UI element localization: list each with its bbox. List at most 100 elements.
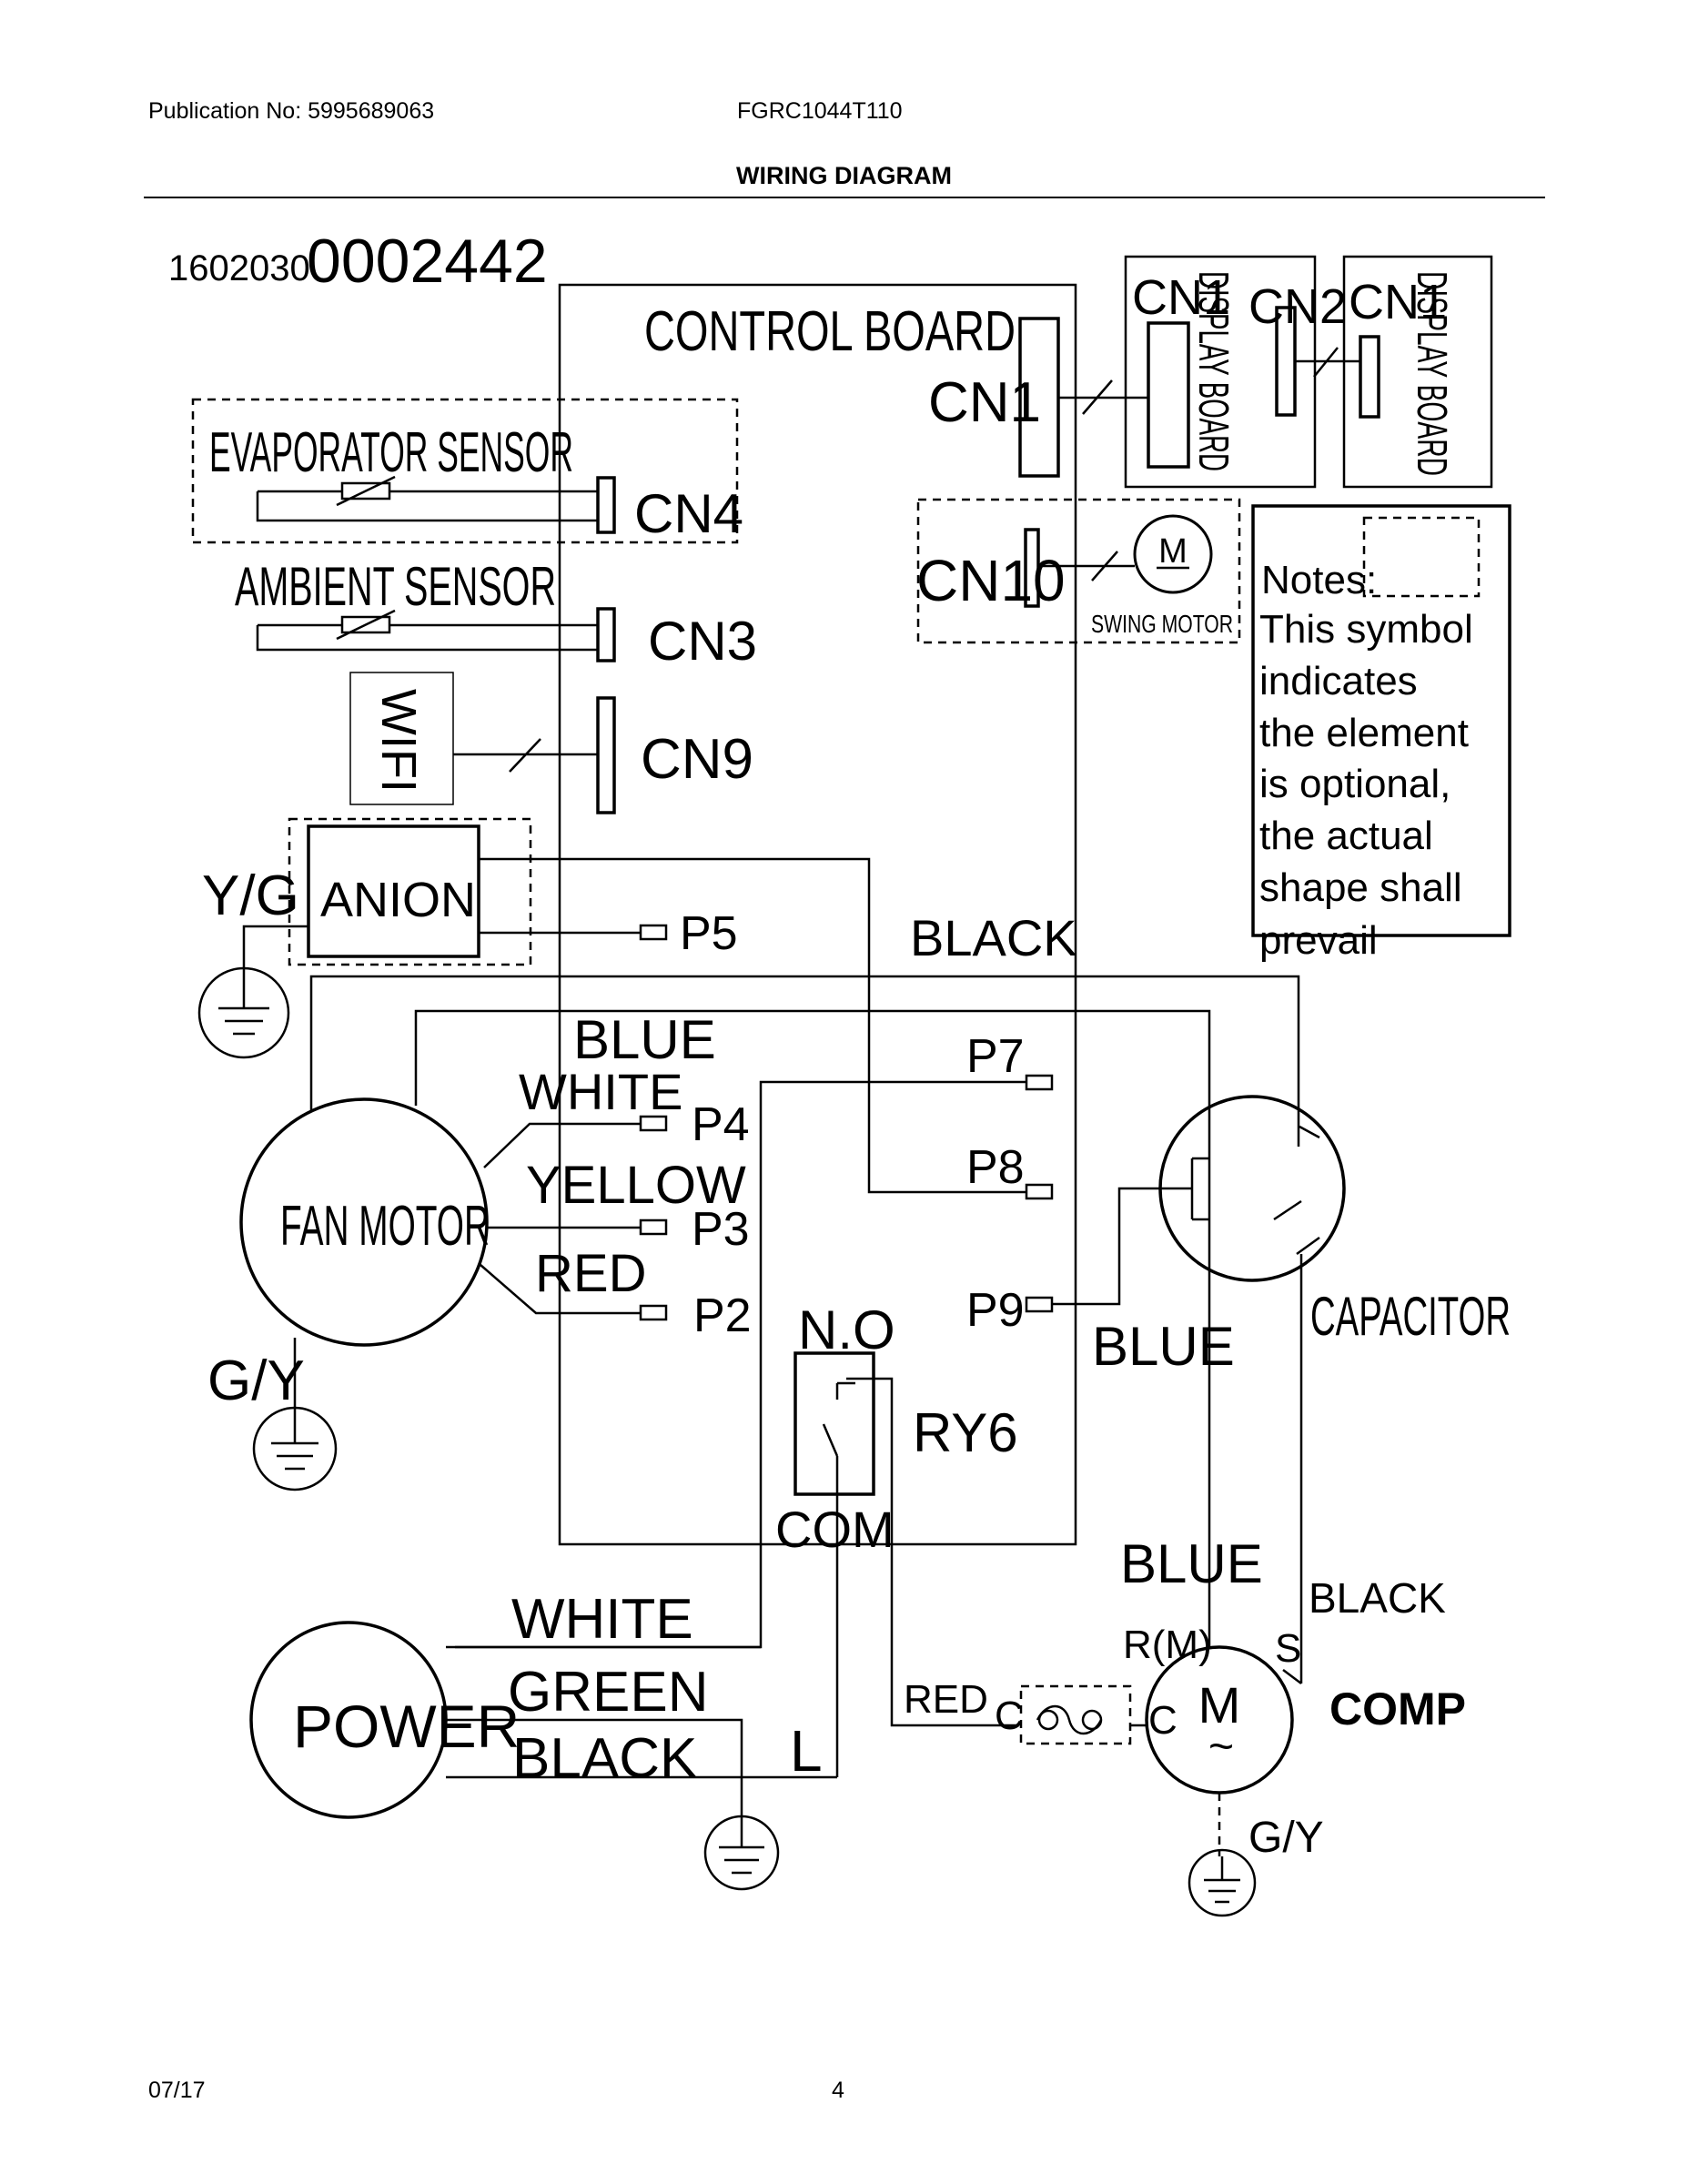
p8-terminal: [1025, 1183, 1054, 1200]
display-board-2-connector: [1359, 335, 1380, 419]
cn9-label: CN9: [641, 728, 753, 791]
compressor-ground-label: G/Y: [1248, 1814, 1324, 1862]
display-board-1-cn1: CN1: [1132, 270, 1230, 325]
display-board-2-box: [1342, 255, 1493, 489]
notes-line-0: Notes:: [1261, 558, 1377, 602]
ambient-sensor-label: AMBIENT SENSOR: [235, 556, 556, 617]
p4-label: P4: [692, 1098, 750, 1151]
compressor-rm: R(M): [1123, 1623, 1212, 1667]
wire-display-display: [1295, 347, 1360, 378]
swing-motor-m: M: [1158, 532, 1188, 571]
display-board-1-label: DISPLAY BOARD: [1190, 271, 1238, 471]
l-label: L: [790, 1718, 823, 1784]
black-label-comp: BLACK: [1309, 1574, 1446, 1622]
notes-line-4: is optional,: [1259, 762, 1450, 806]
blue-label-fan: BLUE: [573, 1009, 716, 1070]
anion-ground-symbol: [197, 966, 290, 1059]
notes-optional-symbol: [1362, 516, 1481, 598]
red-label-comp: RED: [904, 1677, 988, 1722]
swing-motor-icon: [1133, 514, 1213, 594]
anion-module: [307, 824, 480, 958]
black-label-power: BLACK: [512, 1727, 697, 1790]
anion-label: ANION: [320, 873, 476, 927]
p9-wire: [1052, 1187, 1159, 1306]
cn4-label: CN4: [634, 483, 743, 544]
ambient-sensor-wires: [256, 623, 598, 652]
anion-optional-box: [288, 817, 532, 966]
footer-date: 07/17: [148, 2078, 206, 2103]
ry6-switch: [822, 1377, 1019, 1727]
evaporator-sensor-optional-box: [191, 398, 739, 544]
anion-ground-label: Y/G: [202, 864, 299, 927]
notes-line-1: This symbol: [1259, 607, 1473, 652]
fan-red-wire: [480, 1264, 641, 1315]
comp-s-wire: [1282, 1669, 1302, 1684]
display-board-1-cn2: CN2: [1248, 279, 1347, 334]
compressor-m: M: [1198, 1676, 1241, 1734]
comp-label: COMP: [1329, 1684, 1466, 1734]
model-number: FGRC1044T110: [737, 98, 903, 124]
white-label: WHITE: [519, 1063, 682, 1120]
yellow-label: YELLOW: [526, 1156, 746, 1215]
p7-label: P7: [966, 1030, 1025, 1083]
cn9-connector: [596, 696, 616, 814]
notes-line-2: indicates: [1259, 659, 1418, 703]
cn4-connector: [596, 476, 616, 534]
evaporator-sensor-wires: [256, 490, 598, 522]
display-board-1-box: [1124, 255, 1317, 489]
p3-terminal: [639, 1218, 668, 1236]
black-label-anion: BLACK: [910, 909, 1077, 966]
green-label-power: GREEN: [508, 1661, 708, 1724]
display-board-1-connector: [1147, 321, 1190, 469]
no-label: N.O: [798, 1299, 895, 1360]
power-label: POWER: [293, 1693, 520, 1760]
page-title: WIRING DIAGRAM: [736, 162, 952, 189]
p8-label: P8: [966, 1141, 1025, 1194]
compressor-tilde: ~: [1208, 1723, 1234, 1771]
notes-line-7: prevail: [1259, 918, 1378, 963]
cn3-connector: [596, 607, 616, 662]
power-green-wire: [446, 1718, 743, 1817]
com-label: COM: [775, 1501, 895, 1558]
cn3-label: CN3: [648, 611, 757, 672]
wifi-wire: [453, 738, 598, 773]
overload-symbol: [1036, 1704, 1103, 1735]
control-board-cn1-label: CN1: [928, 371, 1041, 434]
notes-line-5: the actual: [1259, 814, 1433, 858]
fan-ground-symbol: [252, 1406, 338, 1491]
notes-line-3: the element: [1259, 711, 1469, 755]
overload-c-left: C: [995, 1694, 1024, 1738]
swing-motor-label: SWING MOTOR: [1091, 610, 1233, 638]
blue-label-comp: BLUE: [1120, 1533, 1263, 1594]
part-number-suffix: 0002442: [307, 227, 548, 296]
swing-motor-wire: [1038, 551, 1135, 581]
p2-label: P2: [693, 1289, 752, 1342]
display-board-2-cn1: CN1: [1349, 275, 1447, 329]
blue-label-p9: BLUE: [1092, 1316, 1235, 1377]
p5-terminal: [639, 924, 668, 941]
display-board-2-label: DISPLAY BOARD: [1409, 271, 1456, 476]
control-board-label: CONTROL BOARD: [644, 300, 1016, 363]
compressor-c: C: [1148, 1698, 1178, 1743]
evaporator-sensor-label: EVAPORATOR SENSOR: [209, 421, 573, 484]
wifi-label: WIFI: [371, 689, 426, 793]
part-number-prefix: 1602030: [168, 248, 310, 288]
fan-motor-blue-wire: [414, 1009, 1211, 1640]
anion-ground-wire: [242, 925, 308, 976]
fan-white-wire: [483, 1122, 641, 1168]
swing-motor-optional-box: [916, 498, 1241, 644]
fan-motor-label: FAN MOTOR: [280, 1195, 490, 1258]
p9-label: P9: [966, 1284, 1025, 1337]
p9-terminal: [1025, 1296, 1054, 1313]
notes-line-6: shape shall: [1259, 865, 1462, 910]
cn10-label: CN10: [916, 548, 1066, 613]
white-label-power: WHITE: [511, 1588, 693, 1651]
page-number: 4: [832, 2078, 844, 2103]
red-label-fan: RED: [535, 1244, 646, 1303]
wifi-module: [349, 672, 454, 805]
p7-terminal: [1025, 1074, 1054, 1091]
ry6-label: RY6: [913, 1402, 1018, 1463]
publication-number: Publication No: 5995689063: [148, 98, 435, 124]
fan-ground-label: G/Y: [207, 1350, 305, 1412]
p5-label: P5: [680, 907, 738, 960]
